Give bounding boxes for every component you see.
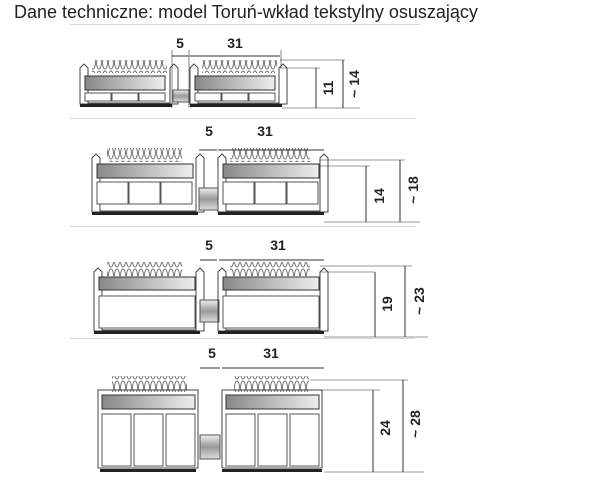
divider: [70, 118, 415, 119]
profile-14mm: 5 31 14 ~ 18: [0, 118, 600, 226]
svg-text:~ 14: ~ 14: [346, 70, 362, 98]
svg-text:5: 5: [208, 345, 216, 361]
svg-text:5: 5: [205, 123, 213, 139]
svg-text:5: 5: [205, 237, 213, 253]
profile-diagram: 5 31 24 ~ 28: [97, 345, 424, 473]
svg-text:24: 24: [377, 420, 393, 436]
svg-text:19: 19: [379, 296, 395, 312]
profile-19mm: 5 31 19 ~ 23: [0, 226, 600, 338]
page-title: Dane techniczne: model Toruń-wkład tekst…: [14, 2, 478, 22]
svg-text:~ 18: ~ 18: [405, 176, 421, 204]
profile-24mm: 5 31 24 ~ 28: [0, 338, 600, 480]
profile-diagram: 5 31 14 ~ 18: [91, 123, 421, 223]
svg-text:31: 31: [263, 345, 279, 361]
svg-text:31: 31: [257, 123, 273, 139]
gap-dimension: 5: [176, 35, 184, 51]
divider: [70, 226, 415, 227]
width-dimension: 31: [227, 35, 243, 51]
profile-diagram: 5 31 11 ~ 14: [79, 35, 362, 109]
profile-diagram: 5 31 19 ~ 23: [93, 237, 428, 338]
svg-text:11: 11: [320, 80, 336, 95]
svg-text:~ 28: ~ 28: [407, 410, 423, 438]
svg-text:14: 14: [371, 188, 387, 204]
divider: [70, 24, 420, 25]
svg-text:~ 23: ~ 23: [411, 287, 427, 315]
svg-text:31: 31: [270, 237, 286, 253]
profile-11mm: 5 31 11 ~ 14: [0, 28, 600, 112]
divider: [70, 338, 415, 339]
